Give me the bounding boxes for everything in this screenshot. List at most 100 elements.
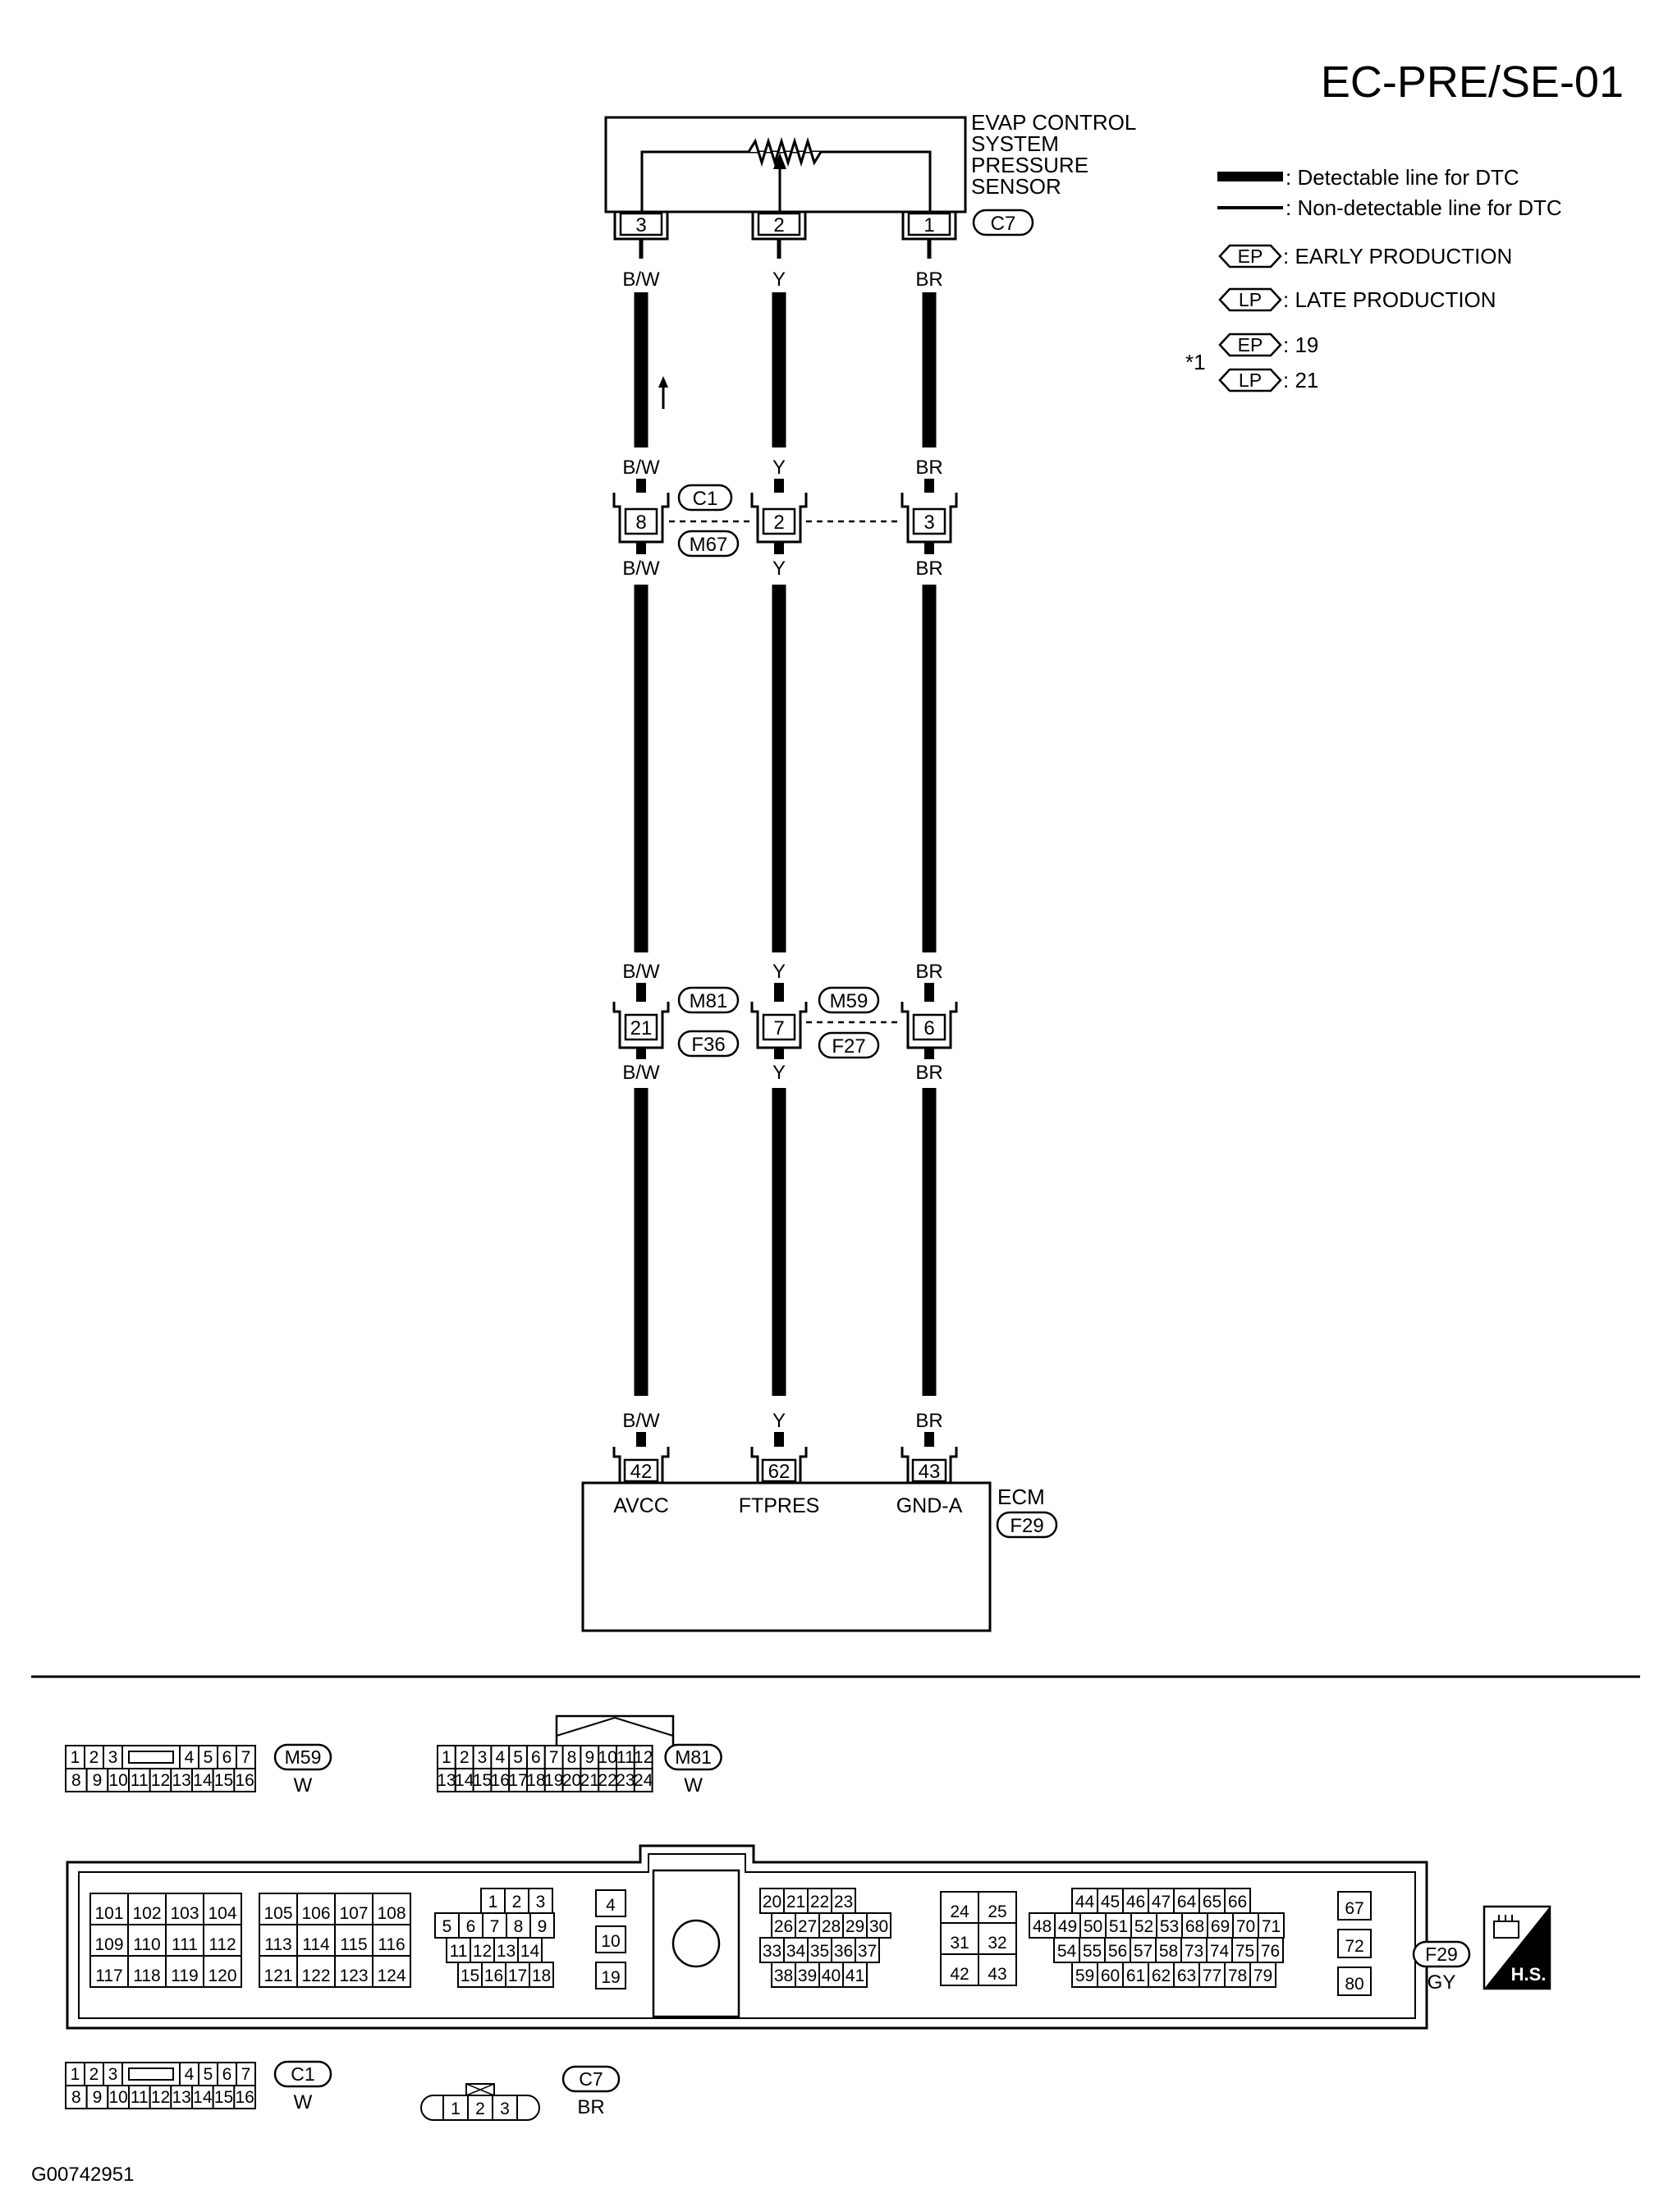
pin-number: 23 bbox=[616, 1771, 635, 1790]
pin-cell bbox=[1105, 1912, 1132, 1939]
pin-cell bbox=[1180, 1937, 1208, 1963]
pin-number: 8 bbox=[71, 1771, 81, 1790]
sensor-pin-label: 1 bbox=[923, 214, 934, 236]
pin-number: 119 bbox=[171, 1966, 198, 1985]
pin-number: 21 bbox=[580, 1771, 599, 1790]
pin-number: 118 bbox=[133, 1966, 160, 1985]
pin-number: 7 bbox=[241, 2065, 251, 2084]
svg-text:C1: C1 bbox=[693, 488, 718, 510]
pin-cell bbox=[506, 1912, 531, 1939]
pin-cell bbox=[1156, 1912, 1183, 1939]
wire-color-y: Y bbox=[772, 1410, 786, 1432]
connector-color-label: W bbox=[294, 1774, 313, 1797]
connector-id-label: C7 bbox=[579, 2068, 603, 2090]
pin-number: 3 bbox=[108, 2065, 118, 2084]
pin-number: 49 bbox=[1058, 1917, 1077, 1936]
pin-number: 7 bbox=[241, 1748, 251, 1767]
pin-number: 122 bbox=[301, 1966, 330, 1985]
pin-number: 9 bbox=[584, 1748, 594, 1767]
pin-number: 24 bbox=[634, 1771, 653, 1790]
ep-symbol-icon bbox=[1218, 244, 1282, 268]
pin-cell bbox=[1337, 1929, 1372, 1958]
pin-cell bbox=[795, 1962, 820, 1988]
lock-slot-icon bbox=[128, 2067, 174, 2081]
pin-number: 7 bbox=[549, 1748, 559, 1767]
wire-segment-3: B/W Y BR B/W Y BR bbox=[622, 1048, 943, 1447]
pin-number: 16 bbox=[235, 2088, 254, 2107]
pin-number: 26 bbox=[774, 1917, 793, 1936]
wire-color-bw: B/W bbox=[622, 1062, 660, 1084]
svg-text:LP: LP bbox=[1239, 289, 1262, 310]
pin-number: 23 bbox=[834, 1893, 853, 1911]
connector-id-badge bbox=[273, 1743, 332, 1771]
hand-connector-icon bbox=[1493, 1915, 1519, 1939]
sensor-pin-3: 3 bbox=[613, 212, 669, 241]
pin-number: 33 bbox=[763, 1942, 781, 1961]
wire-color-br: BR bbox=[915, 1410, 942, 1432]
pin-number: 19 bbox=[544, 1771, 563, 1790]
pin-number: 13 bbox=[172, 1771, 190, 1790]
pin-number: 66 bbox=[1228, 1893, 1247, 1911]
pin-number: 76 bbox=[1261, 1942, 1280, 1961]
pin-cell bbox=[434, 1912, 460, 1939]
connector-id-badge bbox=[561, 2065, 621, 2093]
pin-cell bbox=[1148, 1888, 1175, 1914]
pin-number: 65 bbox=[1203, 1893, 1221, 1911]
pin-number: 2 bbox=[512, 1893, 522, 1911]
pin-cell bbox=[1122, 1962, 1149, 1988]
pin-cell bbox=[978, 1922, 1017, 1955]
pin-number: 40 bbox=[822, 1966, 841, 1985]
pin-number: 67 bbox=[1345, 1899, 1363, 1918]
wire-color-br: BR bbox=[915, 558, 942, 580]
svg-text:M81: M81 bbox=[690, 990, 728, 1012]
pin-number: 2 bbox=[475, 2100, 485, 2118]
lp-symbol-icon bbox=[1218, 287, 1282, 312]
pin-cell bbox=[978, 1891, 1017, 1924]
connector-badge-m59 bbox=[818, 986, 880, 1014]
lp-symbol-icon bbox=[1218, 368, 1282, 392]
pin-cell bbox=[89, 1893, 129, 1925]
pin-cell bbox=[866, 1912, 891, 1939]
wire-color-bw: B/W bbox=[622, 558, 660, 580]
pin-number: 121 bbox=[264, 1966, 292, 1985]
sensor-pin-label: 2 bbox=[773, 214, 784, 236]
svg-text:M67: M67 bbox=[690, 534, 728, 556]
pin-number: 60 bbox=[1101, 1966, 1120, 1985]
pin-number: 112 bbox=[209, 1935, 236, 1954]
pin-number: 58 bbox=[1159, 1942, 1178, 1961]
pin-cell bbox=[528, 1888, 553, 1914]
pin-number: 12 bbox=[634, 1748, 653, 1767]
junction-connector-1: 8 2 3 C1 M67 bbox=[612, 484, 958, 558]
connector-end bbox=[516, 2095, 540, 2121]
pin-cell bbox=[1071, 1962, 1098, 1988]
connector-id-label: F29 bbox=[1425, 1944, 1458, 1965]
sensor-label-line1: EVAP CONTROL bbox=[971, 110, 1136, 135]
pin-number: 43 bbox=[988, 1965, 1006, 1984]
pin-cell bbox=[940, 1953, 979, 1986]
connector-end bbox=[420, 2095, 444, 2121]
pin-cell bbox=[458, 1912, 483, 1939]
pin-number: 3 bbox=[108, 1748, 118, 1767]
pin-cell bbox=[1198, 1962, 1226, 1988]
pin-cell bbox=[467, 2095, 493, 2121]
wire-color-bw: B/W bbox=[622, 1410, 660, 1432]
pin-number: 25 bbox=[988, 1902, 1006, 1921]
pin-number: 41 bbox=[846, 1966, 864, 1985]
pin-number: 72 bbox=[1345, 1937, 1363, 1956]
pin-number: 123 bbox=[339, 1966, 368, 1985]
pin-number: 78 bbox=[1228, 1966, 1247, 1985]
svg-text:F29: F29 bbox=[1010, 1515, 1043, 1537]
pin-number: 6 bbox=[222, 1748, 232, 1767]
connector-id-badge bbox=[1412, 1940, 1471, 1968]
pin-number: 5 bbox=[204, 2065, 213, 2084]
pin-cell bbox=[481, 1962, 506, 1988]
pin-number: 32 bbox=[988, 1934, 1006, 1953]
pin-number: 20 bbox=[763, 1893, 781, 1911]
pin-number: 6 bbox=[466, 1917, 476, 1936]
ecm-terminal-ftpres: FTPRES bbox=[739, 1494, 820, 1517]
pin-number: 31 bbox=[950, 1934, 969, 1953]
pin-number: 80 bbox=[1345, 1975, 1363, 1994]
